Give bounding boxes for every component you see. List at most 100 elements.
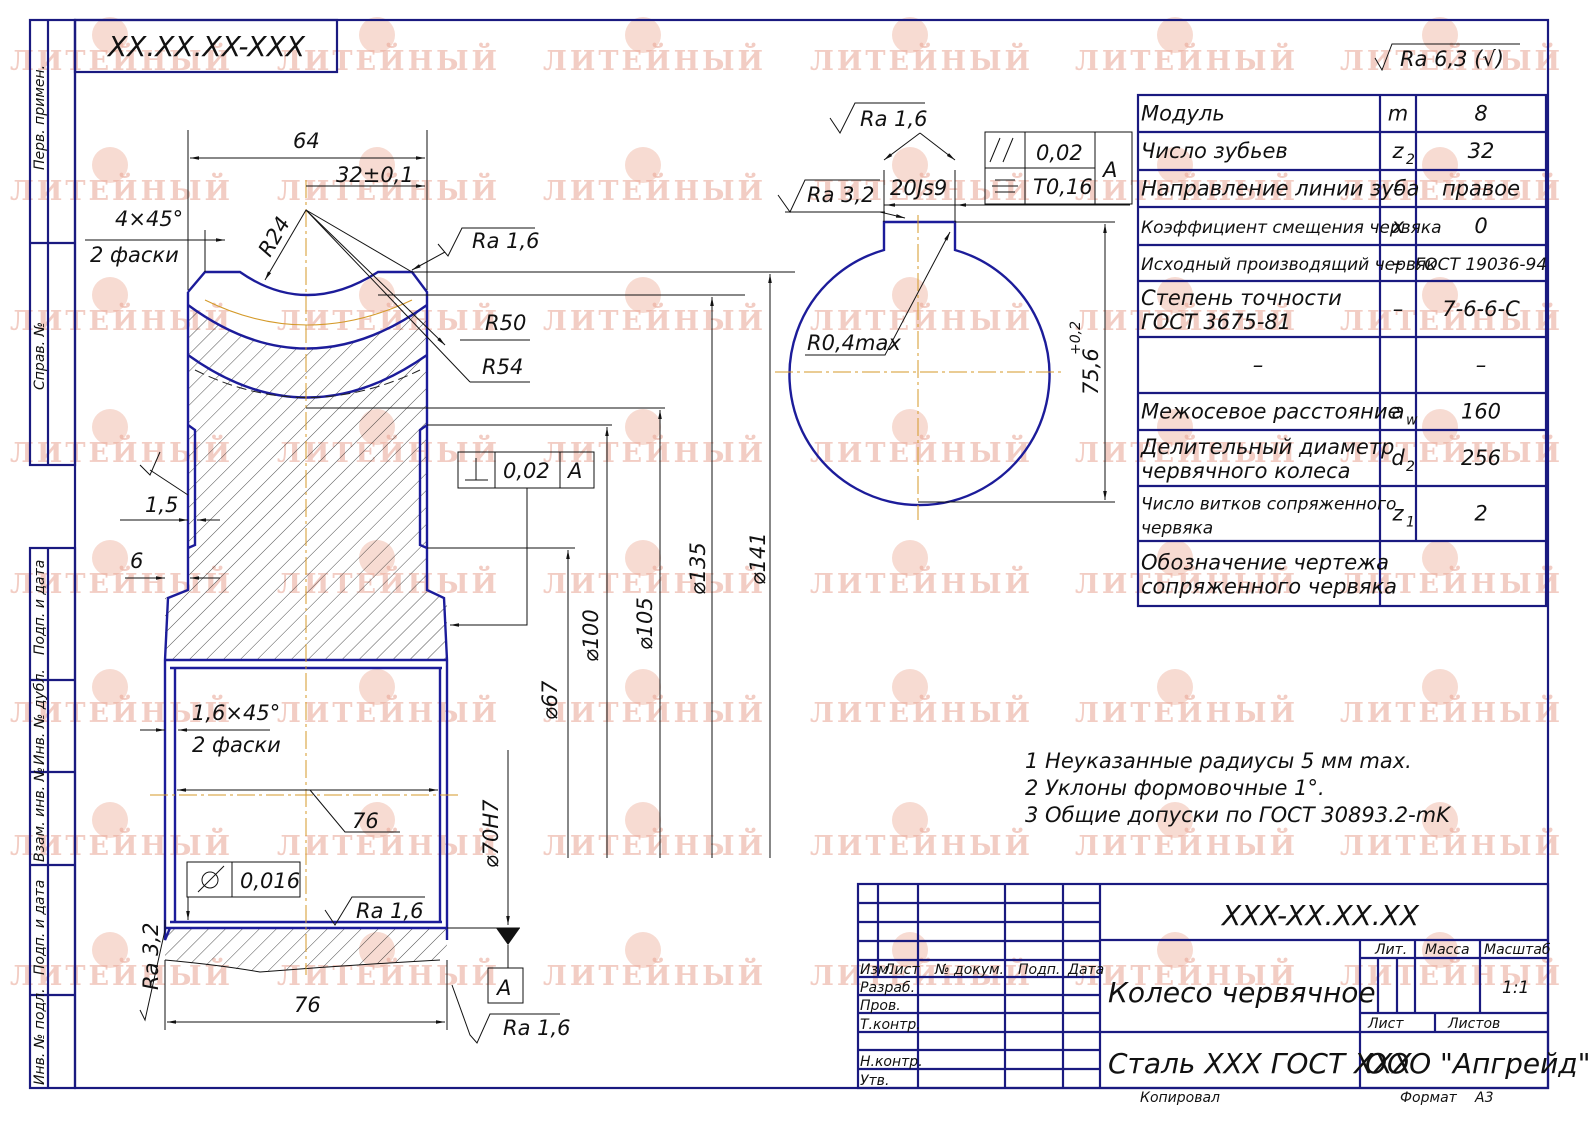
param-name-line2: червячного колеса xyxy=(1141,459,1351,483)
section-dimensions: 64 32±0,1 4×45° 2 фаски R24 Ra 1,6 R50 R… xyxy=(85,129,795,1044)
svg-text:Подп.: Подп. xyxy=(1018,962,1060,978)
watermark-logo-icon xyxy=(92,802,128,838)
watermark-text: ЛИТЕЙНЫЙ xyxy=(1340,172,1563,207)
dim-32: 32±0,1 xyxy=(336,163,414,187)
svg-text:A: A xyxy=(1101,158,1117,182)
watermark-logo-icon xyxy=(92,147,128,183)
param-symbol: – xyxy=(1393,177,1404,201)
title-block: Изм. Лист № докум. Подп. Дата Разраб. Пр… xyxy=(856,882,1591,1090)
watermark-text: ЛИТЕЙНЫЙ xyxy=(277,172,500,207)
dim-dia141: ⌀141 xyxy=(746,532,770,585)
role-tkontr: Т.контр. xyxy=(860,1017,921,1033)
ra-key-2: Ra 3,2 xyxy=(807,183,875,207)
watermark-text: ЛИТЕЙНЫЙ xyxy=(543,172,766,207)
watermark-logo-icon xyxy=(1422,540,1458,576)
general-roughness: Ra 6,3 (√) xyxy=(1374,43,1520,72)
dim-6: 6 xyxy=(130,549,143,573)
watermark-logo-icon xyxy=(1157,17,1193,53)
param-value: 32 xyxy=(1468,139,1495,163)
watermark-logo-icon xyxy=(892,17,928,53)
material: Сталь XXX ГОСТ XXX xyxy=(1108,1047,1412,1080)
watermark-logo-icon xyxy=(892,409,928,445)
watermark-logo-icon xyxy=(625,802,661,838)
side-label-podp-data: Подп. и дата xyxy=(32,560,48,655)
designation: XXX-XX.XX.XX xyxy=(1220,899,1420,932)
company: ООО "Апгрейд" xyxy=(1365,1047,1591,1080)
svg-text:Листов: Листов xyxy=(1447,1016,1500,1032)
role-prov: Пров. xyxy=(860,998,901,1014)
param-name: – xyxy=(1253,353,1264,377)
param-symbol-sub: w xyxy=(1406,413,1418,429)
svg-text:0,02: 0,02 xyxy=(503,459,550,483)
dim-76-inner: 76 xyxy=(352,809,379,833)
footer-copied: Копировал xyxy=(1140,1090,1220,1106)
watermark-text: ЛИТЕЙНЫЙ xyxy=(1075,694,1298,729)
param-value: 0 xyxy=(1474,214,1487,238)
param-symbol-sub: 1 xyxy=(1406,515,1415,531)
svg-text:Масса: Масса xyxy=(1425,942,1470,958)
watermark-logo-icon xyxy=(625,932,661,968)
svg-text:Лист: Лист xyxy=(1367,1016,1404,1032)
watermark-logo-icon xyxy=(625,147,661,183)
param-symbol: m xyxy=(1388,102,1408,126)
dim-key-depth: 75,6 xyxy=(1079,348,1103,395)
watermark-text: ЛИТЕЙНЫЙ xyxy=(1340,565,1563,600)
watermark-logo-icon xyxy=(1157,802,1193,838)
watermark-text: ЛИТЕЙНЫЙ xyxy=(277,827,500,862)
param-value: 7-6-6-С xyxy=(1442,297,1520,321)
param-symbol: z xyxy=(1391,139,1404,163)
watermark-logo-icon xyxy=(625,540,661,576)
dim-r50: R50 xyxy=(485,311,526,335)
param-symbol: z xyxy=(1391,502,1404,526)
watermark-text: ЛИТЕЙНЫЙ xyxy=(1340,42,1563,77)
svg-text:Лист: Лист xyxy=(883,962,920,978)
sheet-frame xyxy=(28,18,1550,1090)
svg-text:0,016: 0,016 xyxy=(240,869,300,893)
part-name: Колесо червячное xyxy=(1108,976,1376,1009)
param-name: Исходный производящий червяк xyxy=(1141,255,1437,275)
watermark-text: ЛИТЕЙНЫЙ xyxy=(1075,302,1298,337)
watermark-text: ЛИТЕЙНЫЙ xyxy=(543,565,766,600)
rim-outline xyxy=(163,270,449,941)
param-symbol-sub: 2 xyxy=(1406,459,1415,475)
role-utv: Утв. xyxy=(860,1073,889,1089)
param-value: 8 xyxy=(1474,102,1487,126)
dim-chamfer-2-note: 2 фаски xyxy=(192,733,281,757)
dim-dia105: ⌀105 xyxy=(633,597,657,650)
watermark-logo-icon xyxy=(359,147,395,183)
watermark-text: ЛИТЕЙНЫЙ xyxy=(810,957,1033,992)
technical-notes: 1 Неуказанные радиусы 5 мм max. 2 Уклоны… xyxy=(1025,749,1452,827)
watermark-text: ЛИТЕЙНЫЙ xyxy=(810,827,1033,862)
dim-dia100: ⌀100 xyxy=(579,609,603,662)
param-value: 2 xyxy=(1474,502,1487,526)
watermark-logo-icon xyxy=(1422,147,1458,183)
watermark-logo-icon xyxy=(1157,540,1193,576)
svg-text:Масштаб: Масштаб xyxy=(1484,942,1551,958)
watermark-text: ЛИТЕЙНЫЙ xyxy=(543,302,766,337)
svg-text:Лит.: Лит. xyxy=(1374,942,1407,958)
footer-format-label: Формат xyxy=(1400,1090,1458,1106)
watermark-text: ЛИТЕЙНЫЙ xyxy=(810,434,1033,469)
param-name-line2: ГОСТ 3675-81 xyxy=(1141,310,1291,334)
watermark-logo-icon xyxy=(892,147,928,183)
role-nkontr: Н.контр. xyxy=(860,1054,923,1070)
ra-bottom: Ra 1,6 xyxy=(503,1016,571,1040)
watermark-logo-icon xyxy=(1157,669,1193,705)
watermark-logo-icon xyxy=(892,540,928,576)
svg-text:0,02: 0,02 xyxy=(1036,141,1083,165)
param-symbol: a xyxy=(1392,400,1405,424)
ra-top: Ra 1,6 xyxy=(472,229,540,253)
watermark-text: ЛИТЕЙНЫЙ xyxy=(1075,42,1298,77)
dim-chamfer-2: 1,6×45° xyxy=(192,701,280,725)
dim-64: 64 xyxy=(293,129,320,153)
watermark-logo-icon xyxy=(1422,277,1458,313)
side-label-sprav: Справ. № xyxy=(32,322,48,390)
watermark-logo-icon xyxy=(1157,147,1193,183)
watermark-text: ЛИТЕЙНЫЙ xyxy=(810,565,1033,600)
ra-bore: Ra 1,6 xyxy=(356,899,424,923)
datum-a: A xyxy=(495,976,511,1000)
param-symbol: – xyxy=(1393,251,1404,275)
param-name: Число зубьев xyxy=(1141,139,1288,163)
watermark-logo-icon xyxy=(1422,409,1458,445)
